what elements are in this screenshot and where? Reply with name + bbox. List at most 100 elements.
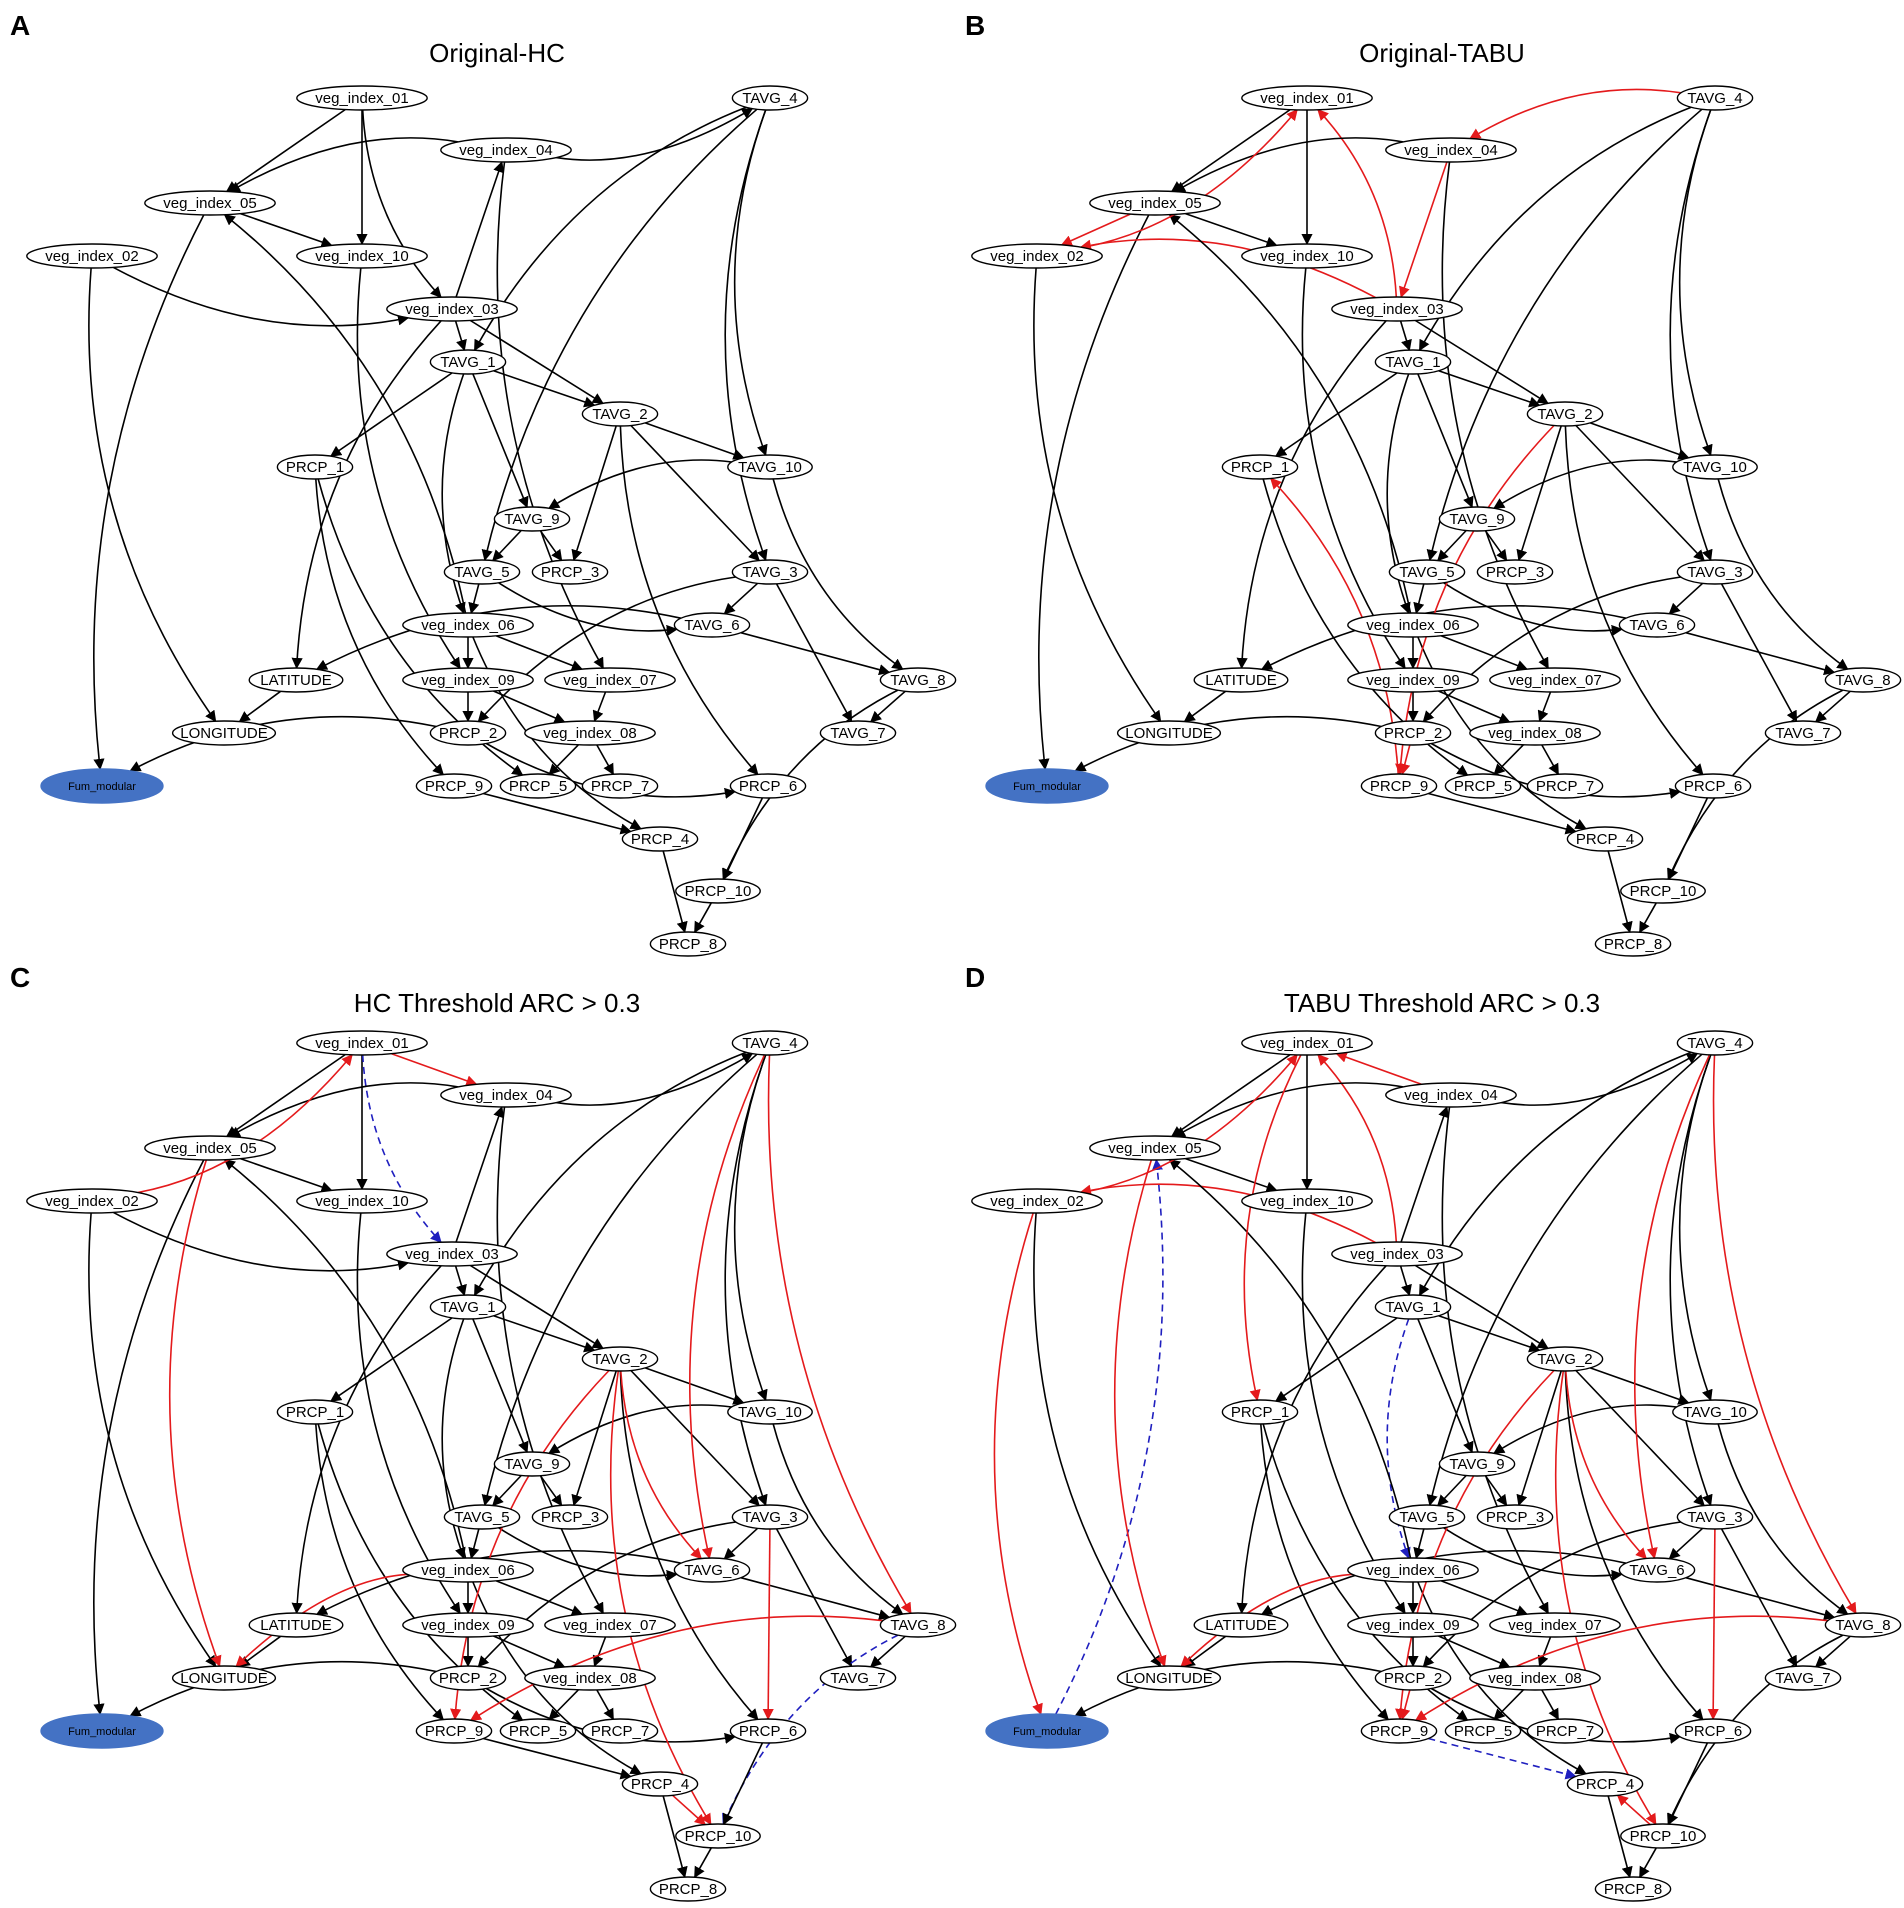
red-edge-veg_index_03-to-veg_index_01 [1317, 1053, 1398, 1243]
node-label: veg_index_06 [1366, 617, 1459, 634]
node-shape [819, 720, 897, 746]
edge-TAVG_4-to-TAVG_3 [724, 1054, 768, 1507]
node-label: veg_index_01 [1260, 1035, 1353, 1052]
node-prcp-3: PRCP_3 [1476, 559, 1554, 585]
edge-TAVG_5-to-TAVG_6 [1443, 1527, 1623, 1581]
node-prcp-8: PRCP_8 [1594, 1876, 1672, 1902]
edge-TAVG_2-to-PRCP_3 [1516, 1370, 1562, 1507]
edge-veg_index_02-to-LONGITUDE [88, 267, 217, 723]
node-fum-modular: Fum_modular [40, 768, 164, 804]
red-edge-TAVG_4-to-TAVG_6 [688, 1054, 766, 1560]
edge-veg_index_03-to-TAVG_1 [1399, 320, 1412, 352]
node-label: veg_index_08 [543, 725, 636, 742]
node-shape [1438, 1451, 1516, 1477]
node-label: TAVG_3 [742, 564, 797, 581]
node-shape [621, 826, 699, 852]
node-tavg-2: TAVG_2 [1526, 401, 1604, 427]
edge-TAVG_4-to-TAVG_5 [1426, 108, 1703, 562]
node-label: PRCP_2 [439, 1670, 497, 1687]
node-label: TAVG_2 [1537, 1351, 1592, 1368]
node-shape [1469, 720, 1601, 746]
edge-TAVG_1-to-PRCP_1 [1274, 1317, 1398, 1402]
node-shape [1360, 773, 1438, 799]
node-tavg-8: TAVG_8 [1824, 1612, 1902, 1638]
node-label: TAVG_7 [830, 725, 885, 742]
node-shape [1676, 1504, 1754, 1530]
node-prcp-6: PRCP_6 [729, 1718, 807, 1744]
node-label: TAVG_1 [440, 354, 495, 371]
edge-veg_index_04-to-veg_index_05 [228, 1082, 459, 1138]
node-shape [1824, 1612, 1902, 1638]
node-veg-index-04: veg_index_04 [440, 137, 572, 163]
node-label: LONGITUDE [180, 1670, 268, 1687]
edge-TAVG_2-to-TAVG_3 [630, 424, 760, 562]
edge-veg_index_07-to-veg_index_08 [592, 691, 607, 723]
node-tavg-3: TAVG_3 [1676, 559, 1754, 585]
edge-veg_index_02-to-veg_index_03 [112, 266, 410, 327]
node-shape [276, 454, 354, 480]
node-shape [675, 878, 761, 904]
red-edge-PRCP_10-to-PRCP_4 [1616, 1794, 1651, 1826]
node-shape [415, 773, 493, 799]
node-shape [1444, 773, 1522, 799]
node-shape [673, 1557, 751, 1583]
node-shape [731, 85, 809, 111]
edge-veg_index_07-to-veg_index_08 [1537, 1636, 1552, 1668]
edge-veg_index_02-to-LONGITUDE [1033, 267, 1162, 723]
node-veg-index-01: veg_index_01 [1241, 1030, 1373, 1056]
node-label: veg_index_02 [45, 1193, 138, 1210]
node-shape [1674, 773, 1752, 799]
node-shape [1385, 1082, 1517, 1108]
node-shape [1331, 1241, 1463, 1267]
edge-veg_index_10-to-veg_index_09 [1301, 1212, 1406, 1615]
edge-veg_index_05-to-veg_index_10 [1185, 1157, 1278, 1193]
edge-TAVG_9-to-TAVG_5 [492, 529, 522, 562]
edge-veg_index_05-to-veg_index_10 [240, 1157, 333, 1193]
node-label: veg_index_04 [1404, 142, 1497, 159]
node-shape [1618, 612, 1696, 638]
edge-TAVG_1-to-TAVG_9 [1417, 1318, 1474, 1454]
edge-TAVG_10-to-TAVG_8 [1717, 1423, 1849, 1615]
node-prcp-2: PRCP_2 [429, 720, 507, 746]
node-veg-index-07: veg_index_07 [544, 667, 676, 693]
node-tavg-1: TAVG_1 [429, 1294, 507, 1320]
node-label: PRCP_9 [1370, 1723, 1428, 1740]
edge-veg_index_02-to-LONGITUDE [88, 1212, 217, 1668]
node-label: PRCP_1 [1231, 459, 1289, 476]
edge-PRCP_4-to-PRCP_8 [1607, 850, 1633, 934]
red-edge-PRCP_2-to-PRCP_9 [1399, 744, 1411, 776]
node-shape [1385, 137, 1517, 163]
node-label: veg_index_09 [1366, 672, 1459, 689]
node-label: PRCP_5 [1454, 778, 1512, 795]
node-label: PRCP_1 [1231, 1404, 1289, 1421]
node-label: LONGITUDE [180, 725, 268, 742]
node-label: TAVG_5 [454, 564, 509, 581]
node-shape [1221, 454, 1299, 480]
node-prcp-5: PRCP_5 [499, 773, 577, 799]
edge-veg_index_06-to-veg_index_05 [1168, 213, 1412, 614]
node-label: PRCP_10 [1630, 883, 1697, 900]
node-label: veg_index_07 [1508, 672, 1601, 689]
edge-veg_index_04-to-TAVG_4 [1501, 1052, 1699, 1106]
node-label: PRCP_5 [509, 1723, 567, 1740]
node-label: veg_index_05 [163, 195, 256, 212]
node-veg-index-01: veg_index_01 [1241, 85, 1373, 111]
node-label: veg_index_10 [315, 1193, 408, 1210]
node-shape [1566, 826, 1644, 852]
edge-veg_index_01-to-veg_index_05 [225, 1053, 346, 1138]
edge-PRCP_2-to-Fum_modular [129, 715, 437, 772]
node-shape [1374, 1665, 1452, 1691]
node-shape [544, 667, 676, 693]
edge-TAVG_3-to-TAVG_6 [1668, 582, 1704, 615]
edge-TAVG_10-to-TAVG_9 [548, 1404, 732, 1454]
node-shape [731, 1504, 809, 1530]
node-prcp-5: PRCP_5 [499, 1718, 577, 1744]
node-tavg-9: TAVG_9 [1438, 1451, 1516, 1477]
node-tavg-2: TAVG_2 [581, 1346, 659, 1372]
node-shape [276, 1399, 354, 1425]
edge-veg_index_01-to-veg_index_03 [361, 109, 442, 299]
node-label: LATITUDE [1205, 672, 1276, 689]
panel-letter: C [10, 962, 30, 993]
edge-TAVG_5-to-TAVG_6 [498, 1527, 678, 1581]
node-veg-index-08: veg_index_08 [1469, 720, 1601, 746]
